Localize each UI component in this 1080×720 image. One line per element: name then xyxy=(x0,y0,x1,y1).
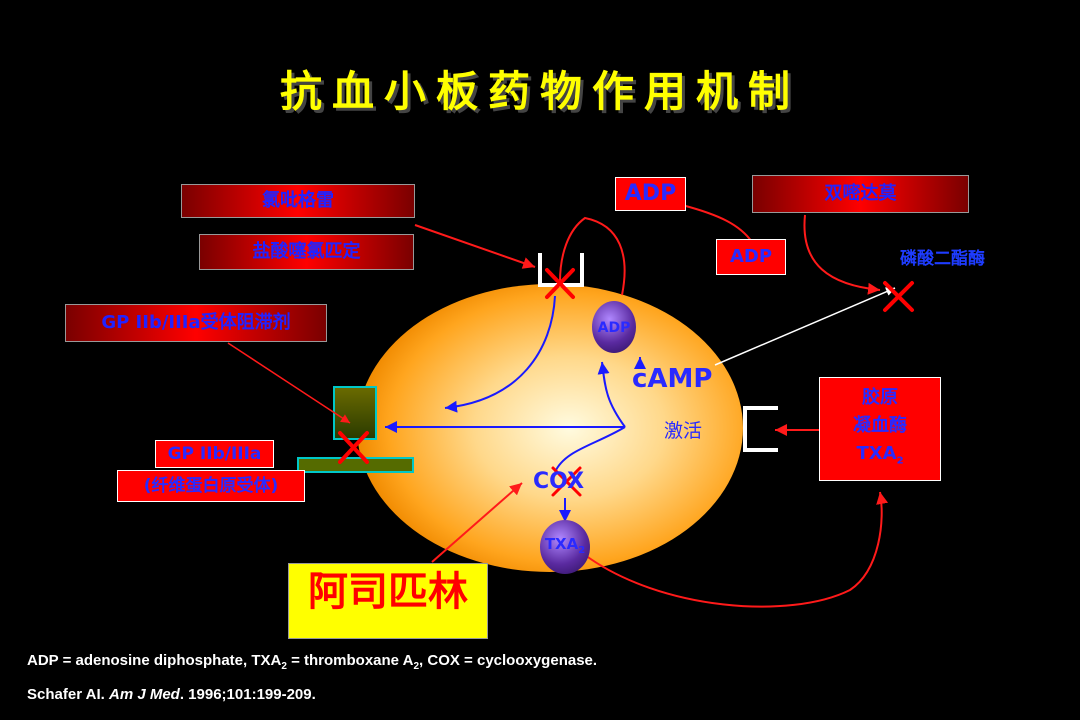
pde-label: 磷酸二酯酶 xyxy=(900,249,985,269)
gp-receptor-head xyxy=(333,386,377,440)
agonist-txa2-text: TXA xyxy=(856,443,897,464)
gp-receptor-text: GP IIb/IIIa xyxy=(167,444,262,464)
agonist-txa2-sub: 2 xyxy=(896,455,904,467)
camp-label: cAMP xyxy=(632,364,713,394)
txa2-ball-text: TXA xyxy=(544,535,579,553)
adp-top-label: ADP xyxy=(615,177,686,211)
page-title: 抗血小板药物作用机制 xyxy=(279,67,800,116)
adp-right-text: ADP xyxy=(729,246,773,267)
agonist-receptor xyxy=(743,406,778,452)
gp-receptor-label: GP IIb/IIIa xyxy=(155,440,274,468)
citation-author: Schafer AI. xyxy=(27,686,109,703)
drug-ticlopidine-box: 盐酸噻氯匹定 xyxy=(199,234,414,270)
drug-gp-blocker-label: GP IIb/IIIa受体阻滞剂 xyxy=(101,312,291,333)
block-x-gp-receptor xyxy=(338,431,369,464)
adp-ball: ADP xyxy=(592,301,636,353)
gp-receptor-desc-text: (纤维蛋白原受体) xyxy=(143,476,279,496)
gp-receptor-base xyxy=(297,457,414,473)
block-x-pde xyxy=(883,281,914,312)
adp-ball-text: ADP xyxy=(597,320,631,336)
drug-clopidogrel-box: 氯吡格雷 xyxy=(181,184,415,218)
citation-journal: Am J Med xyxy=(108,686,180,703)
agonist-txa2: TXA2 xyxy=(820,440,940,476)
activation-label: 激活 xyxy=(664,420,703,442)
footnote-part-3: , COX = cyclooxygenase. xyxy=(419,652,598,669)
gp-receptor-desc: (纤维蛋白原受体) xyxy=(117,470,305,502)
block-x-adp-receptor xyxy=(545,268,575,299)
adp-top-text: ADP xyxy=(624,181,677,206)
txa2-ball-sub: 2 xyxy=(578,545,586,556)
footnote-sub-1: 2 xyxy=(281,661,287,672)
footnote-sub-2: 2 xyxy=(413,661,420,672)
block-x-cox xyxy=(551,466,582,497)
drug-ticlopidine-label: 盐酸噻氯匹定 xyxy=(252,241,361,262)
footnote-part-2: = thromboxane A xyxy=(286,652,414,669)
drug-aspirin-box: 阿司匹林 xyxy=(288,563,488,639)
agonist-collagen: 胶原 xyxy=(862,387,898,408)
adp-right-label: ADP xyxy=(716,239,786,275)
txa2-ball: TXA2 xyxy=(540,520,590,574)
drug-dipyridamole-label: 双嘧达莫 xyxy=(824,183,897,204)
citation: Schafer AI. Am J Med. 1996;101:199-209. xyxy=(27,686,316,703)
citation-rest: . 1996;101:199-209. xyxy=(179,686,316,703)
cox-label: COX xyxy=(533,469,585,494)
agonist-box: 胶原 凝血酶 TXA2 xyxy=(819,377,941,481)
drug-clopidogrel-label: 氯吡格雷 xyxy=(262,190,334,211)
drug-gp-blocker-box: GP IIb/IIIa受体阻滞剂 xyxy=(65,304,327,342)
agonist-thrombin: 凝血酶 xyxy=(853,415,907,436)
drug-dipyridamole-box: 双嘧达莫 xyxy=(752,175,969,213)
drug-aspirin-label: 阿司匹林 xyxy=(308,569,468,615)
abbreviations-footnote: ADP = adenosine diphosphate, TXA2 = thro… xyxy=(27,652,597,672)
footnote-part-1: ADP = adenosine diphosphate, TXA xyxy=(27,652,282,669)
